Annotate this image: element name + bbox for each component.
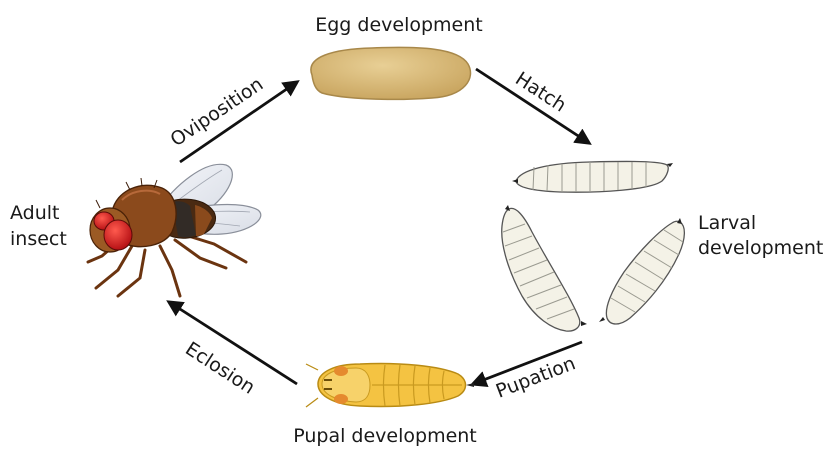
eclosion-label: Eclosion <box>181 338 259 399</box>
larva-horizontal-illustration <box>512 161 673 192</box>
hatch-label: Hatch <box>511 68 570 117</box>
adult-fly-illustration <box>88 164 261 296</box>
pupal-development-label: Pupal development <box>293 425 477 447</box>
larval-development-label-line2: development <box>698 237 823 259</box>
larva-right-illustration <box>599 218 684 324</box>
adult-insect-label-line2: insect <box>10 228 67 250</box>
egg-development-label: Egg development <box>315 14 483 36</box>
larval-development-label-line1: Larval <box>698 212 756 234</box>
larva-left-illustration <box>502 205 587 331</box>
adult-insect-label-line1: Adult <box>10 202 60 224</box>
egg-illustration <box>311 47 471 99</box>
pupa-illustration <box>306 363 474 407</box>
